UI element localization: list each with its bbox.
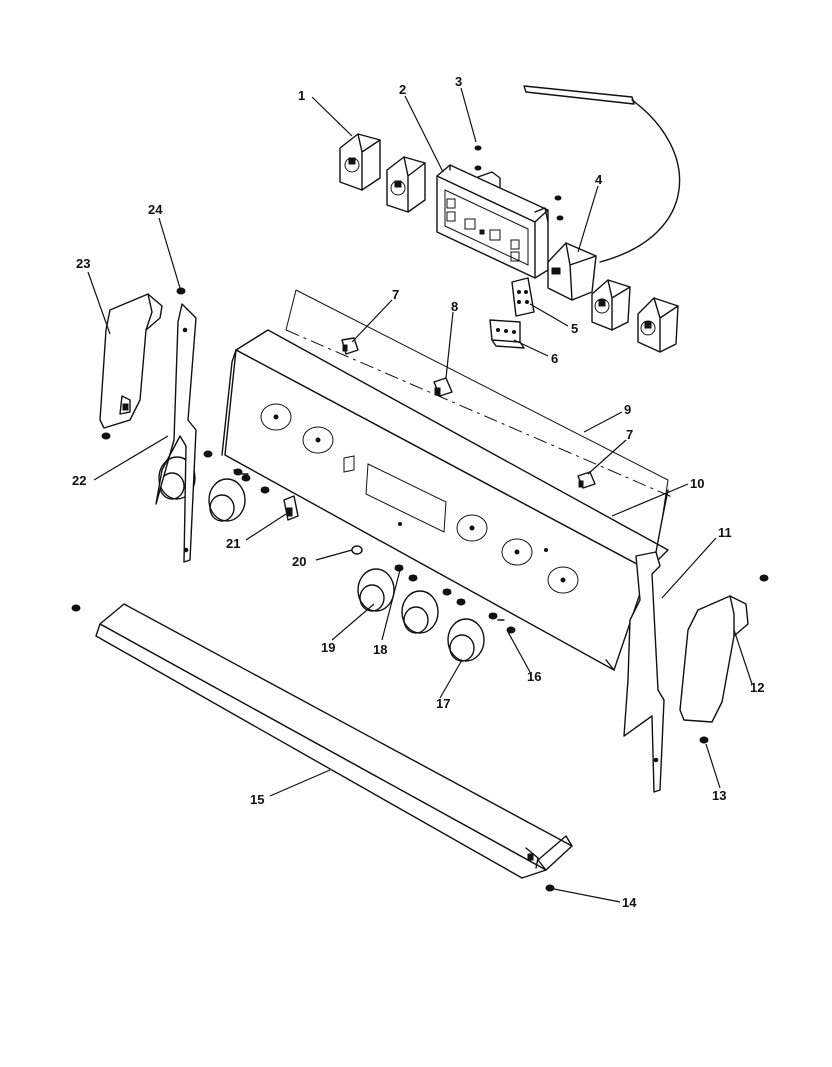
callout-16: 16 (527, 669, 541, 684)
infinite-switch-top-left (339, 133, 381, 191)
callout-15: 15 (250, 792, 264, 807)
knob-springs (203, 450, 516, 634)
callout-4: 4 (595, 172, 603, 187)
callout-17: 17 (436, 696, 450, 711)
screws-3 (474, 145, 564, 221)
leader-lines (87, 87, 753, 903)
knob-19 (357, 568, 395, 612)
callout-6: 6 (551, 351, 558, 366)
screw-left-lower (101, 432, 111, 440)
screw-13 (699, 736, 709, 744)
callout-9: 9 (624, 402, 631, 417)
callout-20: 20 (292, 554, 306, 569)
clip-21 (283, 495, 299, 521)
indicator-light-7b (577, 471, 596, 489)
infinite-switch-top-second (386, 156, 426, 213)
wire-harness (523, 85, 681, 263)
callout-13: 13 (712, 788, 726, 803)
callout-3: 3 (455, 74, 462, 89)
callout-2: 2 (399, 82, 406, 97)
callout-18: 18 (373, 642, 387, 657)
switch-plate-5 (511, 277, 535, 317)
spacer-20 (351, 545, 363, 555)
rear-panel-dashline (285, 329, 673, 498)
indicator-lens-6 (489, 319, 525, 349)
infinite-switch-right-2 (637, 297, 679, 353)
switch-8 (433, 377, 453, 397)
callout-1: 1 (298, 88, 305, 103)
callout-labels: 1 2 3 4 5 6 7 7 8 9 10 11 12 13 14 15 16… (72, 74, 764, 910)
callout-21: 21 (226, 536, 240, 551)
knob-17 (447, 618, 485, 662)
callout-11: 11 (718, 525, 732, 540)
screw-right-top (759, 574, 769, 582)
clock-timer-module (436, 164, 549, 279)
callout-5: 5 (571, 321, 578, 336)
indicator-light-7a (341, 337, 359, 355)
bottom-trim (95, 603, 573, 879)
side-bracket-right (623, 489, 669, 793)
callout-7a: 7 (392, 287, 399, 302)
callout-7b: 7 (626, 427, 633, 442)
screw-24 (176, 287, 186, 295)
callout-19: 19 (321, 640, 335, 655)
callout-23: 23 (76, 256, 90, 271)
panel-knob-openings (260, 403, 579, 594)
callout-24: 24 (148, 202, 163, 217)
end-cap-right (679, 595, 749, 723)
end-cap-left (99, 293, 163, 429)
callout-10: 10 (690, 476, 704, 491)
screw-bottom-left (71, 604, 81, 612)
callout-14: 14 (622, 895, 637, 910)
knob-left-lower (208, 478, 246, 522)
knob-middle-lower (401, 590, 439, 634)
callout-12: 12 (750, 680, 764, 695)
callout-22: 22 (72, 473, 86, 488)
callout-8: 8 (451, 299, 458, 314)
infinite-switch-right-1 (591, 279, 631, 331)
side-bracket-left (155, 303, 197, 563)
screw-14 (545, 884, 555, 892)
backguard-panel (221, 329, 669, 671)
bake-selector-switch (547, 242, 597, 301)
